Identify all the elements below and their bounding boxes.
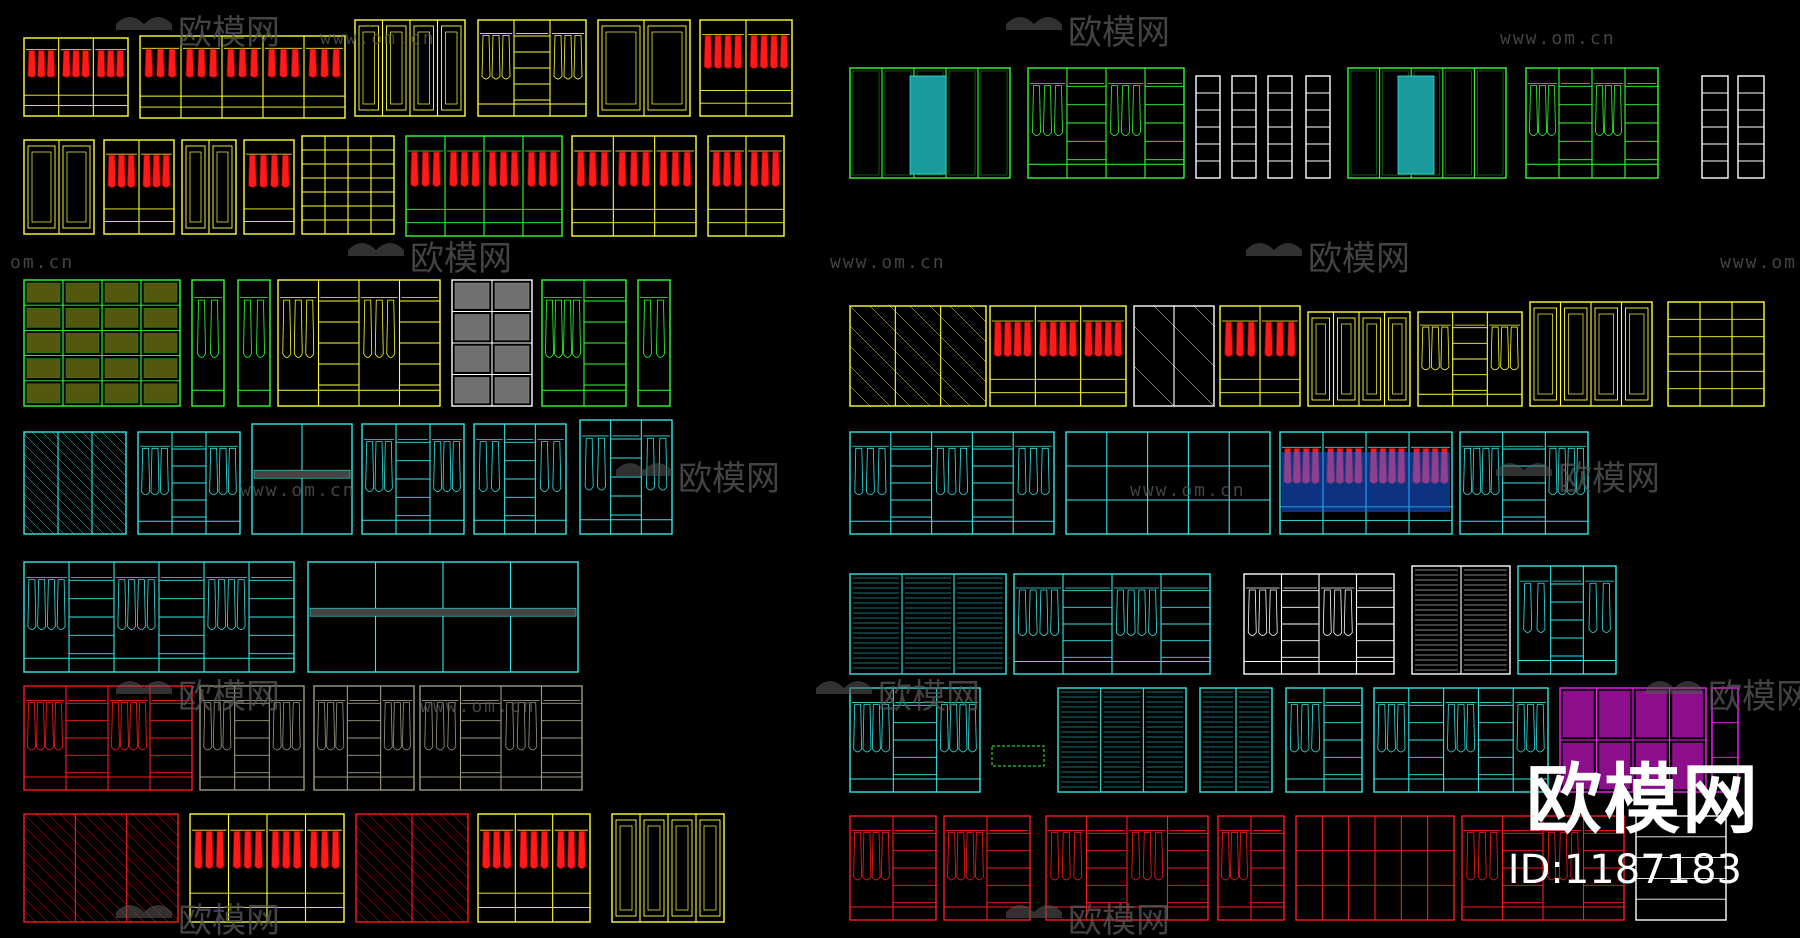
- svg-text:欧模网: 欧模网: [410, 239, 512, 279]
- svg-text:www.om.cn: www.om.cn: [1720, 252, 1800, 273]
- svg-text:欧模网: 欧模网: [1068, 901, 1170, 938]
- svg-text:欧模网: 欧模网: [178, 901, 280, 938]
- svg-text:www.om.cn: www.om.cn: [420, 696, 536, 717]
- brand-logo: 欧模网: [1526, 755, 1760, 844]
- svg-text:欧模网: 欧模网: [678, 459, 780, 499]
- brand-id-label: ID:1187183: [1507, 847, 1742, 893]
- svg-text:欧模网: 欧模网: [1308, 239, 1410, 279]
- svg-text:www.om.cn: www.om.cn: [830, 252, 946, 273]
- svg-text:欧模网: 欧模网: [178, 13, 280, 53]
- wardrobe-elevation-drawings: [23, 19, 1765, 923]
- svg-text:欧模网: 欧模网: [1708, 677, 1800, 717]
- svg-text:欧模网: 欧模网: [1068, 13, 1170, 53]
- svg-text:www.om.cn: www.om.cn: [1500, 28, 1616, 49]
- svg-text:欧模网: 欧模网: [1558, 459, 1660, 499]
- svg-text:欧模网: 欧模网: [878, 677, 980, 717]
- svg-text:www.om.cn: www.om.cn: [320, 28, 436, 49]
- svg-text:www.om.cn: www.om.cn: [240, 480, 356, 501]
- svg-text:www.om.cn: www.om.cn: [1130, 480, 1246, 501]
- svg-text:om.cn: om.cn: [10, 252, 74, 273]
- watermark-layer: 欧模网欧模网欧模网欧模网欧模网欧模网欧模网欧模网欧模网欧模网欧模网www.om.…: [10, 13, 1800, 938]
- svg-text:欧模网: 欧模网: [178, 677, 280, 717]
